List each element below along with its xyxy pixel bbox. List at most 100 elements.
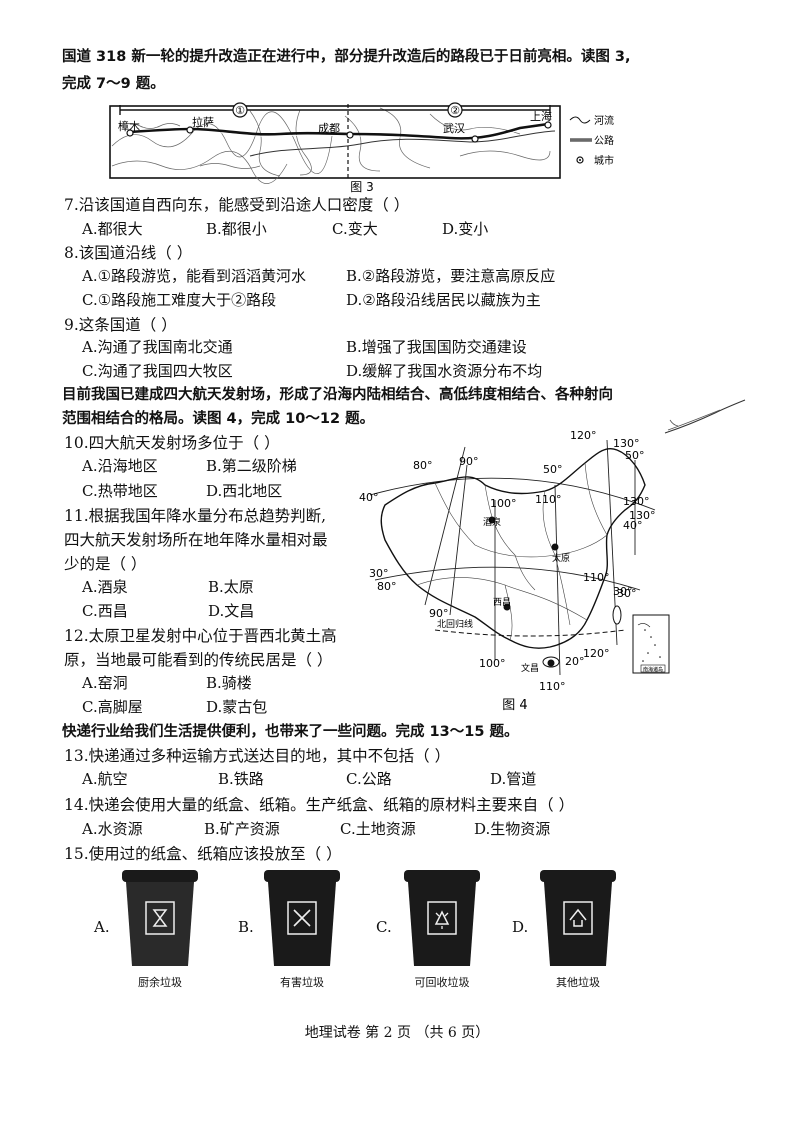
q10-option-c[interactable]: C.热带地区 xyxy=(82,482,158,500)
q8-option-a[interactable]: A.①路段游览，能看到滔滔黄河水 xyxy=(82,267,307,285)
q12-option-b[interactable]: B.骑楼 xyxy=(206,674,252,692)
intro-text-line1: 国道 318 新一轮的提升改造正在进行中，部分提升改造后的路段已于日前亮相。读图… xyxy=(62,49,631,65)
q11-option-d[interactable]: D.文昌 xyxy=(208,602,255,620)
q10-option-b[interactable]: B.第二级阶梯 xyxy=(206,457,297,475)
lat-label-40-right: 40° xyxy=(623,519,643,532)
site-jiuquan-label: 酒泉 xyxy=(483,516,501,528)
question-15-stem: 15.使用过的纸盒、纸箱应该投放至（ ） xyxy=(64,845,342,863)
recyclable-bin-icon[interactable] xyxy=(402,866,482,971)
inset-label: 南海诸岛 xyxy=(643,666,663,673)
q14-option-c[interactable]: C.土地资源 xyxy=(340,820,416,838)
lat-label-30-right: 30° xyxy=(613,585,633,598)
site-xichang-marker xyxy=(503,603,511,611)
intro-text-line2: 完成 7～9 题。 xyxy=(62,76,165,92)
q8-option-b[interactable]: B.②路段游览，要注意高原反应 xyxy=(346,267,556,285)
figure-3-road-map: ① ② 樟木 拉萨 成都 武汉 上海 河流 公路 城市 图 3 xyxy=(109,102,614,194)
segment-1-label: ① xyxy=(235,104,245,117)
q7-option-c[interactable]: C.变大 xyxy=(332,220,378,238)
hazardous-waste-bin-icon[interactable] xyxy=(262,866,342,971)
city-chengdu: 成都 xyxy=(318,122,340,135)
question-13-stem: 13.快递通过多种运输方式送达目的地，其中不包括（ ） xyxy=(64,747,451,765)
intro2-text-line2: 范围相结合的格局。读图 4，完成 10～12 题。 xyxy=(62,411,375,427)
question-11-stem-line2: 四大航天发射场所在地年降水量相对最 xyxy=(64,531,328,549)
figure-4-china-map: 北回归线 酒泉 太原 西昌 文昌 80° 90° 100° 110° 120° … xyxy=(359,429,670,713)
south-china-sea-inset xyxy=(632,614,670,674)
page-footer: 地理试卷 第 2 页 （共 6 页） xyxy=(304,1025,490,1041)
lon-label-100-top: 100° xyxy=(490,497,517,510)
question-10-stem: 10.四大航天发射场多位于（ ） xyxy=(64,434,280,452)
q15-option-b-letter[interactable]: B. xyxy=(238,918,254,936)
lon-label-130-right-b: 130° xyxy=(623,495,650,508)
q9-option-a[interactable]: A.沟通了我国南北交通 xyxy=(82,338,233,356)
q7-option-d[interactable]: D.变小 xyxy=(442,220,489,238)
question-12-stem-line1: 12.太原卫星发射中心位于晋西北黄土高 xyxy=(64,627,337,645)
lon-label-130-top: 130° xyxy=(613,437,640,450)
question-8-stem: 8.该国道沿线（ ） xyxy=(64,244,193,262)
q13-option-a[interactable]: A.航空 xyxy=(82,770,128,788)
intro3-text: 快递行业给我们生活提供便利，也带来了一些问题。完成 13～15 题。 xyxy=(62,724,519,740)
bin-label-kitchen: 厨余垃圾 xyxy=(138,976,182,989)
tropic-of-cancer-label: 北回归线 xyxy=(437,618,473,630)
lat-label-50-right: 50° xyxy=(625,449,645,462)
city-shanghai: 上海 xyxy=(530,109,552,123)
question-12-stem-line2: 原，当地最可能看到的传统民居是（ ） xyxy=(64,651,333,669)
other-waste-bin-icon[interactable] xyxy=(538,866,618,971)
q12-option-a[interactable]: A.窑洞 xyxy=(82,674,128,692)
q10-option-d[interactable]: D.西北地区 xyxy=(206,482,283,500)
q8-option-c[interactable]: C.①路段施工难度大于②路段 xyxy=(82,291,277,309)
bin-label-other: 其他垃圾 xyxy=(556,976,600,989)
q10-option-a[interactable]: A.沿海地区 xyxy=(82,457,158,475)
q14-option-a[interactable]: A.水资源 xyxy=(82,820,143,838)
q11-option-b[interactable]: B.太原 xyxy=(208,578,254,596)
lat-label-40-left: 40° xyxy=(359,491,379,504)
lon-label-90-top: 90° xyxy=(459,455,479,468)
question-11-stem-line1: 11.根据我国年降水量分布总趋势判断, xyxy=(64,507,327,525)
q7-option-a[interactable]: A.都很大 xyxy=(82,220,143,238)
site-taiyuan-marker xyxy=(551,543,559,551)
lon-label-110-top: 110° xyxy=(535,493,562,506)
q7-option-b[interactable]: B.都很小 xyxy=(206,220,267,238)
q9-option-b[interactable]: B.增强了我国国防交通建设 xyxy=(346,338,527,356)
q15-option-c-letter[interactable]: C. xyxy=(376,918,392,936)
q8-option-d[interactable]: D.②路段沿线居民以藏族为主 xyxy=(346,291,541,309)
q13-option-d[interactable]: D.管道 xyxy=(490,770,537,788)
kitchen-waste-bin-icon[interactable] xyxy=(120,866,200,971)
question-14-stem: 14.快递会使用大量的纸盒、纸箱。生产纸盒、纸箱的原材料主要来自（ ） xyxy=(64,796,575,814)
q9-option-c[interactable]: C.沟通了我国四大牧区 xyxy=(82,362,233,380)
question-7-stem: 7.沿该国道自西向东，能感受到沿途人口密度（ ） xyxy=(64,196,410,214)
lat-label-30-left: 30° xyxy=(369,567,389,580)
q14-option-b[interactable]: B.矿产资源 xyxy=(204,820,280,838)
figure-4-caption: 图 4 xyxy=(502,698,527,713)
site-wenchang-label: 文昌 xyxy=(521,662,539,674)
figure-3-caption: 图 3 xyxy=(350,180,373,194)
q12-option-c[interactable]: C.高脚屋 xyxy=(82,698,143,716)
legend-road: 公路 xyxy=(594,134,614,147)
bin-label-recyclable: 可回收垃圾 xyxy=(414,976,470,989)
city-zhangmu: 樟木 xyxy=(118,119,140,133)
lon-label-90-bottom: 90° xyxy=(429,607,449,620)
site-xichang-label: 西昌 xyxy=(493,597,511,608)
q13-option-c[interactable]: C.公路 xyxy=(346,770,392,788)
river-legend-icon xyxy=(569,116,591,124)
city-lhasa: 拉萨 xyxy=(192,115,214,129)
q14-option-d[interactable]: D.生物资源 xyxy=(474,820,551,838)
lat-label-30-right-b: 30° xyxy=(617,587,637,600)
q11-option-a[interactable]: A.酒泉 xyxy=(82,578,128,596)
q13-option-b[interactable]: B.铁路 xyxy=(218,770,264,788)
lon-label-80-top: 80° xyxy=(413,459,433,472)
site-jiuquan-marker xyxy=(488,516,496,524)
q12-option-d[interactable]: D.蒙古包 xyxy=(206,698,268,716)
question-11-stem-line3: 少的是（ ） xyxy=(64,555,147,573)
legend-city: 城市 xyxy=(594,154,614,167)
q9-option-d[interactable]: D.缓解了我国水资源分布不均 xyxy=(346,362,543,380)
q11-option-c[interactable]: C.西昌 xyxy=(82,602,128,620)
bin-label-hazardous: 有害垃圾 xyxy=(280,976,324,989)
lon-label-130-right: 130° xyxy=(629,509,656,522)
site-taiyuan-label: 太原 xyxy=(552,552,570,564)
q15-option-a-letter[interactable]: A. xyxy=(94,918,110,936)
question-9-stem: 9.这条国道（ ） xyxy=(64,316,177,334)
q15-option-d-letter[interactable]: D. xyxy=(512,918,529,936)
intro2-text-line1: 目前我国已建成四大航天发射场，形成了沿海内陆相结合、高低纬度相结合、各种射向 xyxy=(62,387,613,403)
lon-label-100-bottom: 100° xyxy=(479,657,506,670)
lon-label-110-mid: 110° xyxy=(583,571,610,584)
